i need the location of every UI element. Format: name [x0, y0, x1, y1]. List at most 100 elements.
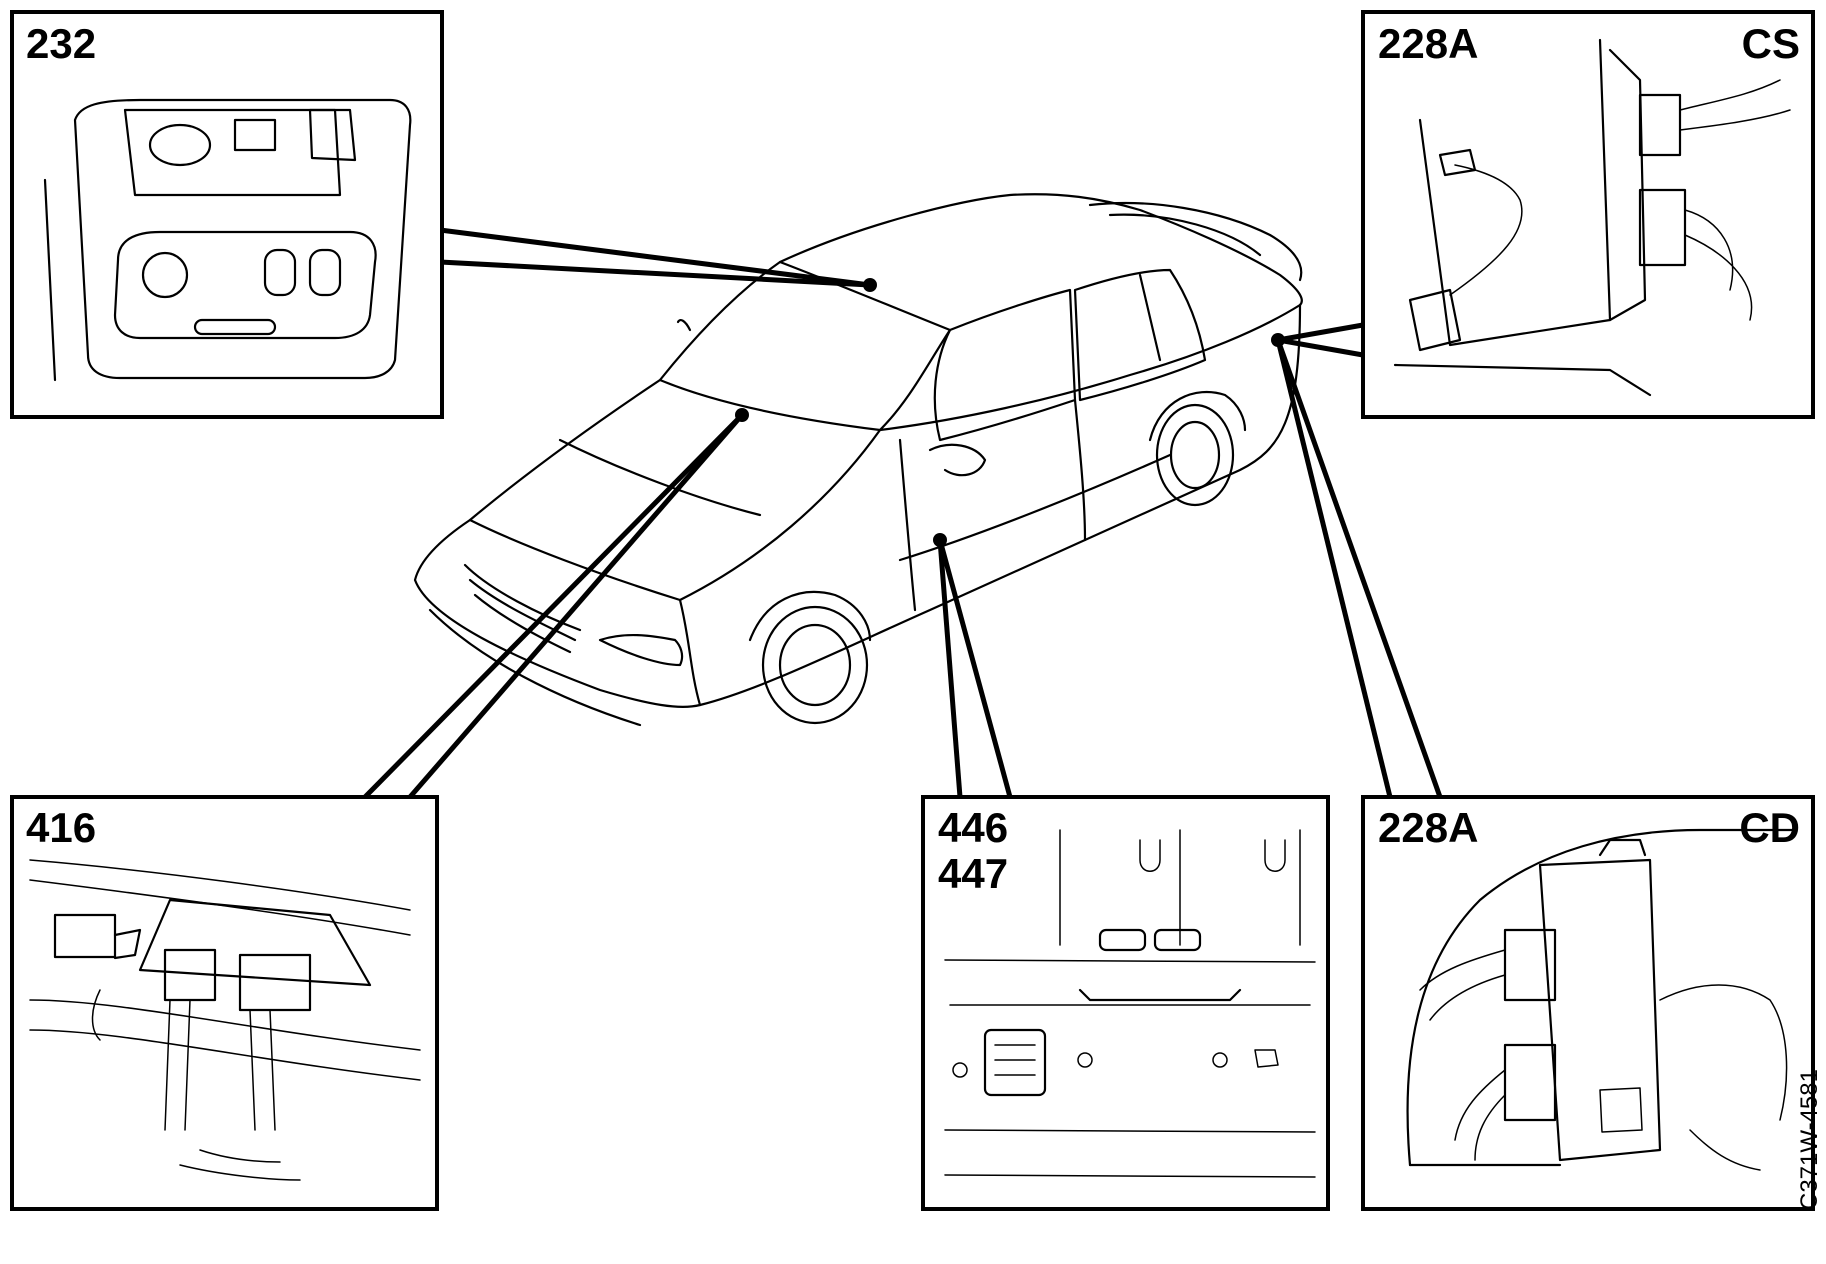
callout-232-frame: [10, 10, 444, 419]
location-dot-416: [735, 408, 749, 422]
detail-232-console: [73, 98, 412, 380]
car-grille-mid: [468, 578, 577, 642]
detail-416-connector-2: [238, 953, 312, 1012]
detail-228a-cs-module: [1418, 38, 1612, 347]
leader-416-b: [408, 413, 744, 799]
car-sill: [698, 303, 1302, 707]
detail-232-switch: [233, 118, 277, 152]
callout-416-panel: [10, 795, 439, 1211]
callout-447-label: 447: [938, 850, 1009, 897]
leader-232-a: [439, 227, 871, 288]
detail-416-sensor-mount: [113, 928, 142, 960]
car-hood-crease: [558, 438, 762, 517]
car-beltline: [878, 303, 1302, 432]
detail-228a-cd-harness: [1659, 984, 1788, 1171]
detail-228a-cs-connector-2: [1638, 188, 1687, 267]
detail-446-hole-2: [1077, 1052, 1093, 1068]
car-side-moulding: [898, 453, 1172, 562]
callout-228a-cs-label: 228A: [1378, 20, 1479, 67]
detail-446-hole-3: [1212, 1052, 1228, 1068]
car-trunk-line: [1108, 213, 1262, 257]
car-rear-wheel: [1155, 403, 1235, 507]
detail-228a-cd-opening: [1406, 828, 1797, 1167]
leader-228a-cs-b: [1277, 337, 1364, 358]
detail-446-panel-top: [944, 959, 1316, 963]
detail-228a-cs-connector-1: [1638, 93, 1682, 157]
detail-232-knob: [141, 251, 189, 299]
detail-232-edge: [43, 178, 57, 382]
detail-232-lower-lens: [113, 230, 377, 340]
car-rear-window: [1073, 268, 1207, 402]
leader-446-a: [937, 539, 963, 798]
detail-416-arcs: [179, 1149, 301, 1181]
figure-code: C371W-4581: [1796, 1069, 1823, 1210]
detail-228a-cd-connector-1: [1503, 928, 1557, 1002]
callout-232-label: 232: [26, 20, 97, 67]
car-door-seam-rear: [1073, 398, 1087, 542]
callout-228a-cs-panel: [1361, 10, 1815, 419]
car-front-arch: [748, 590, 872, 642]
car-headlight: [598, 633, 684, 667]
detail-416-bracket: [138, 898, 372, 987]
detail-228a-cd-wires: [1419, 949, 1506, 1161]
callout-228a-cd-label: 228A: [1378, 804, 1479, 851]
car-front-wheel: [761, 605, 869, 725]
detail-446-tab-1: [1098, 928, 1147, 952]
car-rear-arch: [1148, 390, 1247, 442]
detail-446-clip: [1254, 1049, 1279, 1068]
car-mirror: [928, 443, 987, 477]
callout-416-label: 416: [26, 804, 97, 851]
callout-228a-cs-sublabel: CS: [1741, 20, 1800, 67]
callout-232-panel: [10, 10, 444, 419]
car-trunk: [1088, 201, 1303, 282]
detail-228a-cs-clip: [1438, 148, 1477, 177]
car-grille-top: [463, 563, 582, 632]
detail-228a-cs-wires: [1679, 79, 1791, 321]
leader-446-b: [937, 539, 1013, 798]
car-antenna: [676, 319, 692, 332]
detail-232-upper-lens: [123, 108, 342, 197]
detail-228a-cd-clip: [1598, 838, 1647, 857]
callout-228a-cs-frame: [1361, 10, 1815, 419]
detail-228a-cs-lead: [1449, 164, 1523, 296]
car-front: [413, 518, 702, 708]
car-roof: [778, 193, 1303, 307]
detail-232-button-1: [263, 248, 297, 297]
leader-228a-cd-a: [1275, 339, 1393, 798]
detail-228a-cd-label: [1599, 1087, 1643, 1133]
detail-228a-cd-connector-2: [1503, 1043, 1557, 1122]
detail-228a-cd-module: [1538, 858, 1662, 1162]
detail-232-clip: [308, 108, 357, 162]
callout-228a-cd-sublabel: CD: [1739, 804, 1800, 851]
car-hood: [468, 378, 882, 602]
detail-228a-cs-floor: [1393, 363, 1652, 397]
callout-446-label: 446: [938, 804, 1009, 851]
callout-446-447-frame: [921, 795, 1330, 1211]
car-rear-hub: [1169, 420, 1221, 490]
detail-446-ribs: [1059, 829, 1301, 946]
detail-446-diag-connector: [983, 1028, 1047, 1097]
detail-416-wires: [164, 999, 276, 1131]
detail-416-harness: [29, 999, 421, 1081]
car-front-window: [933, 288, 1077, 442]
car-illustration: [413, 193, 1303, 727]
leader-232-b: [439, 259, 871, 288]
detail-446-tab-2: [1153, 928, 1202, 952]
detail-232-bulb: [148, 123, 212, 167]
detail-446-notch-2: [1264, 839, 1286, 872]
detail-446-lower-edges: [944, 1129, 1316, 1178]
detail-232-button-2: [308, 248, 342, 297]
location-dot-446-447: [933, 533, 947, 547]
callout-228a-cd-panel: [1361, 795, 1815, 1211]
leader-416-a: [363, 413, 744, 799]
detail-416-edge-1: [29, 859, 411, 911]
car-front-hub: [778, 623, 852, 707]
detail-446-hole-1: [952, 1062, 968, 1078]
detail-232-slot: [193, 318, 277, 336]
detail-416-strap: [91, 989, 101, 1041]
detail-446-rail: [1078, 988, 1242, 1002]
car-windshield: [658, 260, 952, 432]
callout-446-447-panel: [921, 795, 1330, 1211]
detail-446-notch-1: [1139, 839, 1161, 872]
